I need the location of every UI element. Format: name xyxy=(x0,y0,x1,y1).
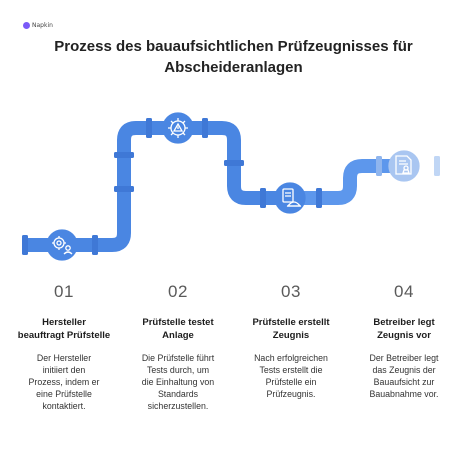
gear-warning-icon xyxy=(162,112,194,144)
flange xyxy=(376,156,382,176)
flange xyxy=(146,118,152,138)
flange xyxy=(202,118,208,138)
step-description: Der Betreiber legt das Zeugnis der Bauau… xyxy=(369,353,439,399)
page-title: Prozess des bauaufsichtlichen Prüfzeugni… xyxy=(0,36,467,78)
clipboard-helmet-icon xyxy=(274,182,306,214)
pipeline-diagram xyxy=(22,112,440,261)
step-number: 02 xyxy=(168,282,188,301)
title-line-2: Abscheideranlagen xyxy=(164,59,303,76)
pipe-segment-1 xyxy=(28,121,175,252)
flange xyxy=(260,188,266,208)
step-heading: Prüfstelle testet Anlage xyxy=(142,317,214,341)
flange xyxy=(434,156,440,176)
napkin-logo: Napkin xyxy=(23,19,53,31)
step-number: 04 xyxy=(394,282,414,301)
napkin-logo-icon xyxy=(23,21,30,29)
flange xyxy=(22,235,28,255)
flange xyxy=(114,186,134,192)
flange xyxy=(114,152,134,158)
title-line-1: Prozess des bauaufsichtlichen Prüfzeugni… xyxy=(54,38,413,55)
flange xyxy=(224,160,244,166)
step-description: Die Prüfstelle führt Tests durch, um die… xyxy=(141,353,215,411)
step-number: 01 xyxy=(54,282,74,301)
step-1: 01 Hersteller beauftragt Prüfstelle Der … xyxy=(9,282,119,412)
step-2: 02 Prüfstelle testet Anlage Die Prüfstel… xyxy=(123,282,233,412)
step-description: Nach erfolgreichen Tests erstellt die Pr… xyxy=(254,353,328,399)
step-number: 03 xyxy=(281,282,301,301)
step-heading: Hersteller beauftragt Prüfstelle xyxy=(17,317,111,341)
document-stamp-icon xyxy=(388,150,420,182)
flange xyxy=(92,235,98,255)
logo-text: Napkin xyxy=(32,21,53,29)
step-heading: Prüfstelle erstellt Zeugnis xyxy=(252,317,330,341)
step-description: Der Hersteller initiiert den Prozess, in… xyxy=(28,353,100,411)
flange xyxy=(316,188,322,208)
gear-person-icon xyxy=(46,229,78,261)
step-4: 04 Betreiber legt Zeugnis vor Der Betrei… xyxy=(349,282,459,400)
pipe-flanges xyxy=(22,118,440,255)
step-3: 03 Prüfstelle erstellt Zeugnis Nach erfo… xyxy=(236,282,346,400)
step-heading: Betreiber legt Zeugnis vor xyxy=(373,317,435,341)
